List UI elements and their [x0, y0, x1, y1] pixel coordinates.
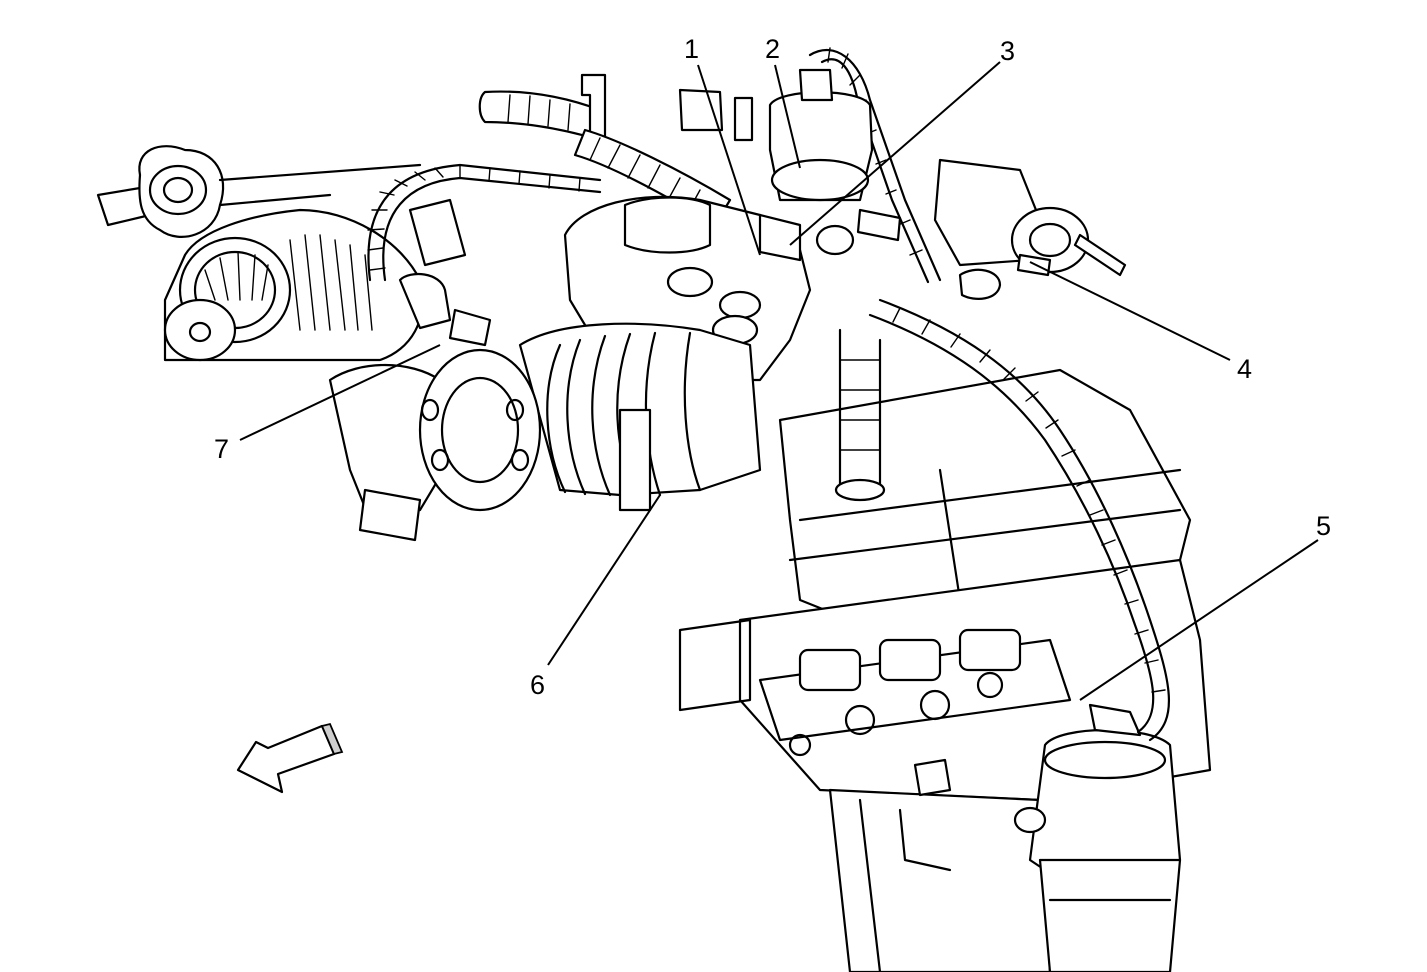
leader-3: [789, 61, 1001, 246]
callout-3: 3: [1000, 36, 1016, 66]
water-pump-pulley: [328, 348, 542, 542]
leader-6: [547, 494, 661, 666]
wiring-harness: [367, 47, 1170, 742]
callout-4: 4: [1237, 354, 1253, 384]
engine-block: [828, 758, 1052, 972]
front-direction-arrow-icon: [236, 722, 344, 794]
callout-5: 5: [1316, 511, 1332, 541]
map-sensor: [398, 198, 492, 347]
leader-7: [239, 344, 441, 441]
canister-purge-valve: [933, 158, 1127, 300]
fuel-pressure-regulator: [678, 68, 902, 262]
radiator-cap: [96, 145, 422, 238]
leader-2: [774, 64, 801, 169]
callout-1: 1: [684, 34, 700, 64]
callout-7: 7: [214, 434, 230, 464]
callout-6: 6: [530, 670, 546, 700]
leader-1: [697, 64, 761, 256]
leader-lines: [239, 61, 1319, 701]
callout-2: 2: [765, 34, 781, 64]
air-intake-duct: [518, 322, 762, 512]
alternator: [163, 208, 424, 362]
exhaust-outlet: [1013, 703, 1182, 972]
leader-5: [1079, 539, 1319, 701]
leader-4: [1029, 261, 1231, 361]
